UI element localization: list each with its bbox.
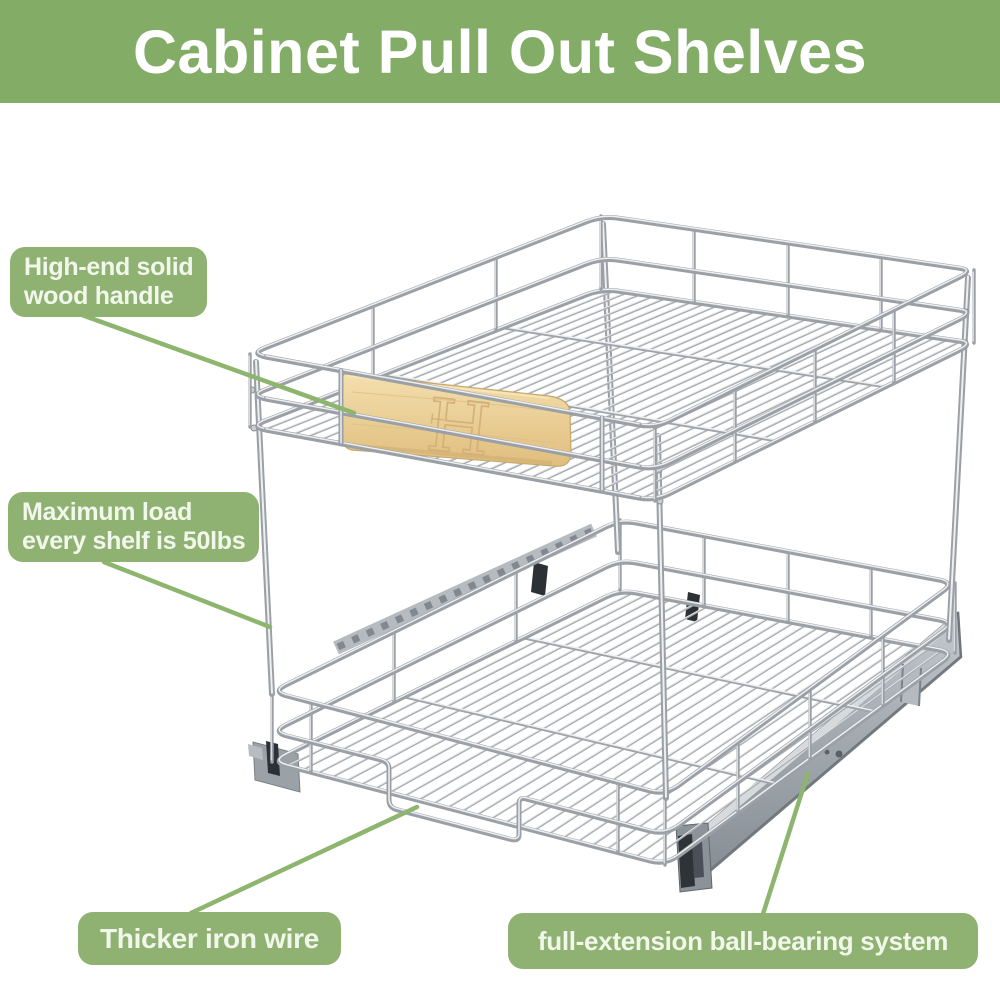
callout-text: High-end solid (24, 253, 194, 281)
callout-iron-wire: Thicker iron wire (78, 912, 341, 965)
lower-basket (270, 518, 957, 867)
callout-text: full-extension ball-bearing system (537, 926, 949, 956)
callout-text: every shelf is 50lbs (22, 527, 246, 555)
callout-wood-handle: High-end solid wood handle (10, 247, 208, 317)
callout-text: Maximum load (22, 498, 193, 526)
lower-side-wires (270, 518, 957, 867)
page-title: Cabinet Pull Out Shelves (133, 17, 867, 86)
slide-track-under-mesh (333, 523, 700, 655)
leader-max-load (101, 559, 273, 630)
callout-ball-bearing: full-extension ball-bearing system (508, 913, 978, 969)
leader-iron-wire (188, 804, 420, 916)
callout-text: Thicker iron wire (100, 923, 319, 954)
upper-front-rails (263, 354, 642, 501)
leader-ball-bearing (760, 770, 811, 917)
header-banner: Cabinet Pull Out Shelves (0, 0, 1000, 103)
upper-basket (248, 214, 976, 503)
callout-leader-lines (79, 312, 811, 917)
upper-side-wires (248, 214, 976, 503)
leader-wood-handle (79, 312, 357, 416)
callout-text: wood handle (24, 282, 174, 310)
callout-max-load: Maximum load every shelf is 50lbs (8, 492, 260, 562)
